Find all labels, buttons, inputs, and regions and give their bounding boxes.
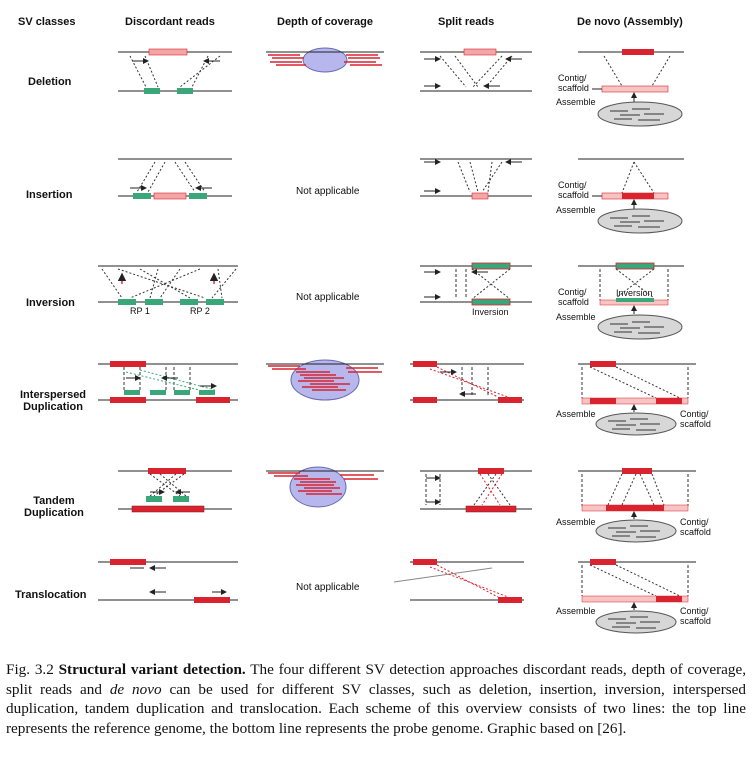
tandem-denovo-diagram xyxy=(578,468,696,543)
inversion-split-diagram xyxy=(420,262,532,306)
row-label-tandem-line1: Tandem xyxy=(33,495,75,507)
assemble-label-insertion: Assemble xyxy=(556,205,596,215)
row-label-interspersed-duplication: Interspersed Duplication xyxy=(20,389,86,413)
insertion-denovo-diagram xyxy=(578,158,684,234)
insertion-split-diagram xyxy=(420,158,532,200)
deletion-split-diagram xyxy=(420,48,532,92)
assemble-label-tandem: Assemble xyxy=(556,517,596,527)
inversion-discordant-diagram xyxy=(98,265,238,305)
rp2-label: RP 2 xyxy=(190,306,210,316)
contig-label-translocation: Contig/scaffold xyxy=(680,606,711,626)
deletion-denovo-diagram xyxy=(578,49,684,127)
split-inversion-label: Inversion xyxy=(472,307,509,317)
caption-denovo: de novo xyxy=(109,680,162,698)
rp1-label: RP 1 xyxy=(130,306,150,316)
not-applicable-translocation: Not applicable xyxy=(296,582,360,593)
caption-fig-number: Fig. 3.2 xyxy=(6,661,54,678)
row-label-tandem-line2: Duplication xyxy=(24,507,84,519)
deletion-discordant-diagram xyxy=(118,48,232,94)
header-sv-classes: SV classes xyxy=(18,16,76,28)
assemble-label-translocation: Assemble xyxy=(556,606,596,616)
denovo-inversion-label: Inversion xyxy=(616,288,653,298)
header-split-reads: Split reads xyxy=(438,16,495,28)
not-applicable-inversion: Not applicable xyxy=(296,292,360,303)
contig-label-tandem: Contig/scaffold xyxy=(680,517,711,537)
row-label-interspersed-line1: Interspersed xyxy=(20,389,87,401)
interspersed-depth-diagram xyxy=(266,359,384,401)
contig-label-interspersed: Contig/scaffold xyxy=(680,409,711,429)
diagram-graphics xyxy=(98,47,696,634)
translocation-discordant-diagram xyxy=(98,559,238,603)
header-discordant-reads: Discordant reads xyxy=(125,16,215,28)
insertion-discordant-diagram xyxy=(118,158,232,200)
tandem-depth-diagram xyxy=(266,466,384,508)
row-label-insertion: Insertion xyxy=(26,189,73,201)
row-label-tandem-duplication: Tandem Duplication xyxy=(24,495,84,519)
translocation-denovo-diagram xyxy=(578,559,696,634)
tandem-split-diagram xyxy=(420,468,532,513)
caption-text-part1: The four different SV detection approach… xyxy=(6,661,747,698)
contig-label-inversion: Contig/scaffold xyxy=(558,287,589,307)
header-depth-of-coverage: Depth of coverage xyxy=(277,16,373,28)
interspersed-split-diagram xyxy=(410,361,524,403)
not-applicable-insertion: Not applicable xyxy=(296,186,360,197)
caption-text-part2: can be used for different SV classes, su… xyxy=(6,680,747,737)
caption-title: Structural variant detection. xyxy=(58,661,246,678)
row-label-deletion: Deletion xyxy=(28,76,72,88)
contig-label-deletion: Contig/scaffold xyxy=(558,73,589,93)
tandem-discordant-diagram xyxy=(118,468,232,513)
assemble-label-inversion: Assemble xyxy=(556,312,596,322)
row-label-interspersed-line2: Duplication xyxy=(23,401,83,413)
contig-label-insertion: Contig/scaffold xyxy=(558,180,589,200)
figure-caption: Fig. 3.2 Structural variant detection. T… xyxy=(6,660,746,738)
sv-detection-figure: SV classes Discordant reads Depth of cov… xyxy=(15,16,711,634)
translocation-split-diagram xyxy=(393,559,524,603)
interspersed-denovo-diagram xyxy=(578,361,696,436)
inversion-denovo-diagram xyxy=(578,262,684,340)
assemble-label-interspersed: Assemble xyxy=(556,409,596,419)
header-de-novo: De novo (Assembly) xyxy=(577,16,683,28)
row-label-translocation: Translocation xyxy=(15,589,87,601)
interspersed-discordant-diagram xyxy=(98,361,238,403)
assemble-label-deletion: Assemble xyxy=(556,97,596,107)
deletion-depth-diagram xyxy=(266,47,384,73)
row-label-inversion: Inversion xyxy=(26,297,75,309)
